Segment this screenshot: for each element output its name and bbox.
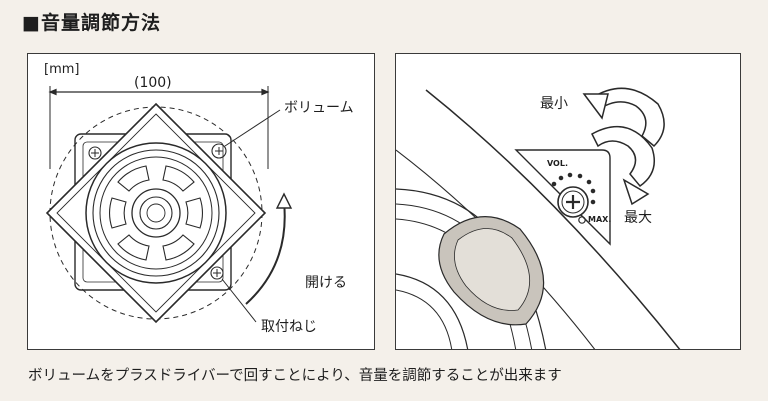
max-arrow [591, 125, 655, 188]
grille-slot [117, 165, 150, 192]
speaker-diagram-panel: [mm] (100) ボリューム 開ける 取付ねじ [27, 53, 375, 350]
section-title: ■音量調節方法 [22, 12, 161, 34]
dimension-arrow-right [261, 88, 270, 96]
dimension-label: (100) [134, 75, 172, 91]
ring-arc [396, 289, 453, 349]
grille-slot [109, 197, 127, 229]
grille-frame-inner [56, 113, 256, 313]
min-arrow [591, 87, 665, 148]
speaker-diagram [45, 86, 293, 324]
screw-leader [221, 278, 257, 323]
unit-label: [mm] [44, 62, 80, 77]
mounting-screw [210, 266, 224, 280]
max-indicator [578, 216, 586, 224]
volume-knob-inner [561, 190, 585, 214]
speaker-ring-3 [99, 156, 213, 270]
min-arrow-head [582, 93, 609, 120]
max-label: 最大 [624, 210, 652, 226]
instruction-caption: ボリュームをプラスドライバーで回すことにより、音量を調節することが出来ます [28, 368, 562, 384]
vol-mark: VOL. [547, 159, 568, 168]
volume-label: ボリューム [284, 100, 354, 116]
max-arrow-head [622, 178, 650, 206]
volume-knob [211, 143, 227, 159]
open-arrow-shaft [245, 201, 286, 305]
corner-screw [88, 146, 102, 160]
frame-edge [425, 89, 681, 349]
center-cap [139, 196, 173, 230]
min-label: 最小 [540, 96, 568, 112]
ring-arc [396, 273, 469, 349]
screw-label: 取付ねじ [261, 319, 317, 335]
grille-slot [185, 197, 203, 229]
grille-slot [162, 165, 195, 192]
grille-slot [117, 234, 150, 261]
grille-frame [45, 102, 267, 324]
open-label: 開ける [305, 275, 347, 291]
phillips-slot [566, 195, 580, 209]
center-cap-ring [131, 188, 181, 238]
open-arrow-head [275, 192, 293, 209]
volume-leader [224, 109, 281, 147]
dimension-arrow-left [48, 88, 57, 96]
volume-closeup [396, 87, 681, 349]
speaker-ring-outer [85, 142, 227, 284]
volume-closeup-panel: 最小 最大 VOL. MAX. [395, 53, 741, 350]
speaker-ring-2 [92, 149, 220, 277]
grille-slot [162, 234, 195, 261]
center-cap-inner [146, 203, 166, 223]
max-mark: MAX. [588, 215, 612, 224]
